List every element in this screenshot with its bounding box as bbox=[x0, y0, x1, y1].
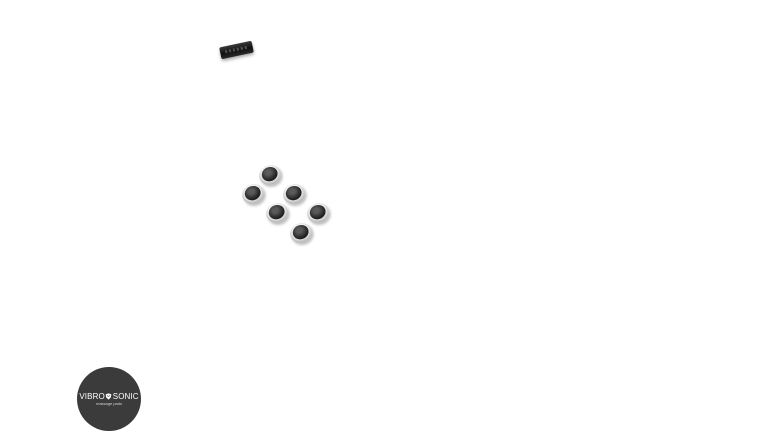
logo-tagline: massage pads bbox=[95, 401, 122, 406]
battery-clip-icon bbox=[219, 40, 254, 60]
massage-pod-icon bbox=[280, 181, 308, 207]
shield-icon bbox=[105, 393, 112, 400]
massage-pod-icon bbox=[287, 220, 315, 246]
massage-pod-icon bbox=[256, 162, 284, 188]
brand-logo: VIBRO SONIC massage pads bbox=[77, 367, 141, 431]
logo-text-right: SONIC bbox=[112, 392, 139, 401]
massage-pod-icon bbox=[239, 181, 267, 207]
logo-title: VIBRO SONIC bbox=[79, 392, 138, 401]
logo-text-left: VIBRO bbox=[79, 392, 105, 401]
massage-pod-icon bbox=[304, 200, 332, 226]
massage-pod-icon bbox=[263, 200, 291, 226]
